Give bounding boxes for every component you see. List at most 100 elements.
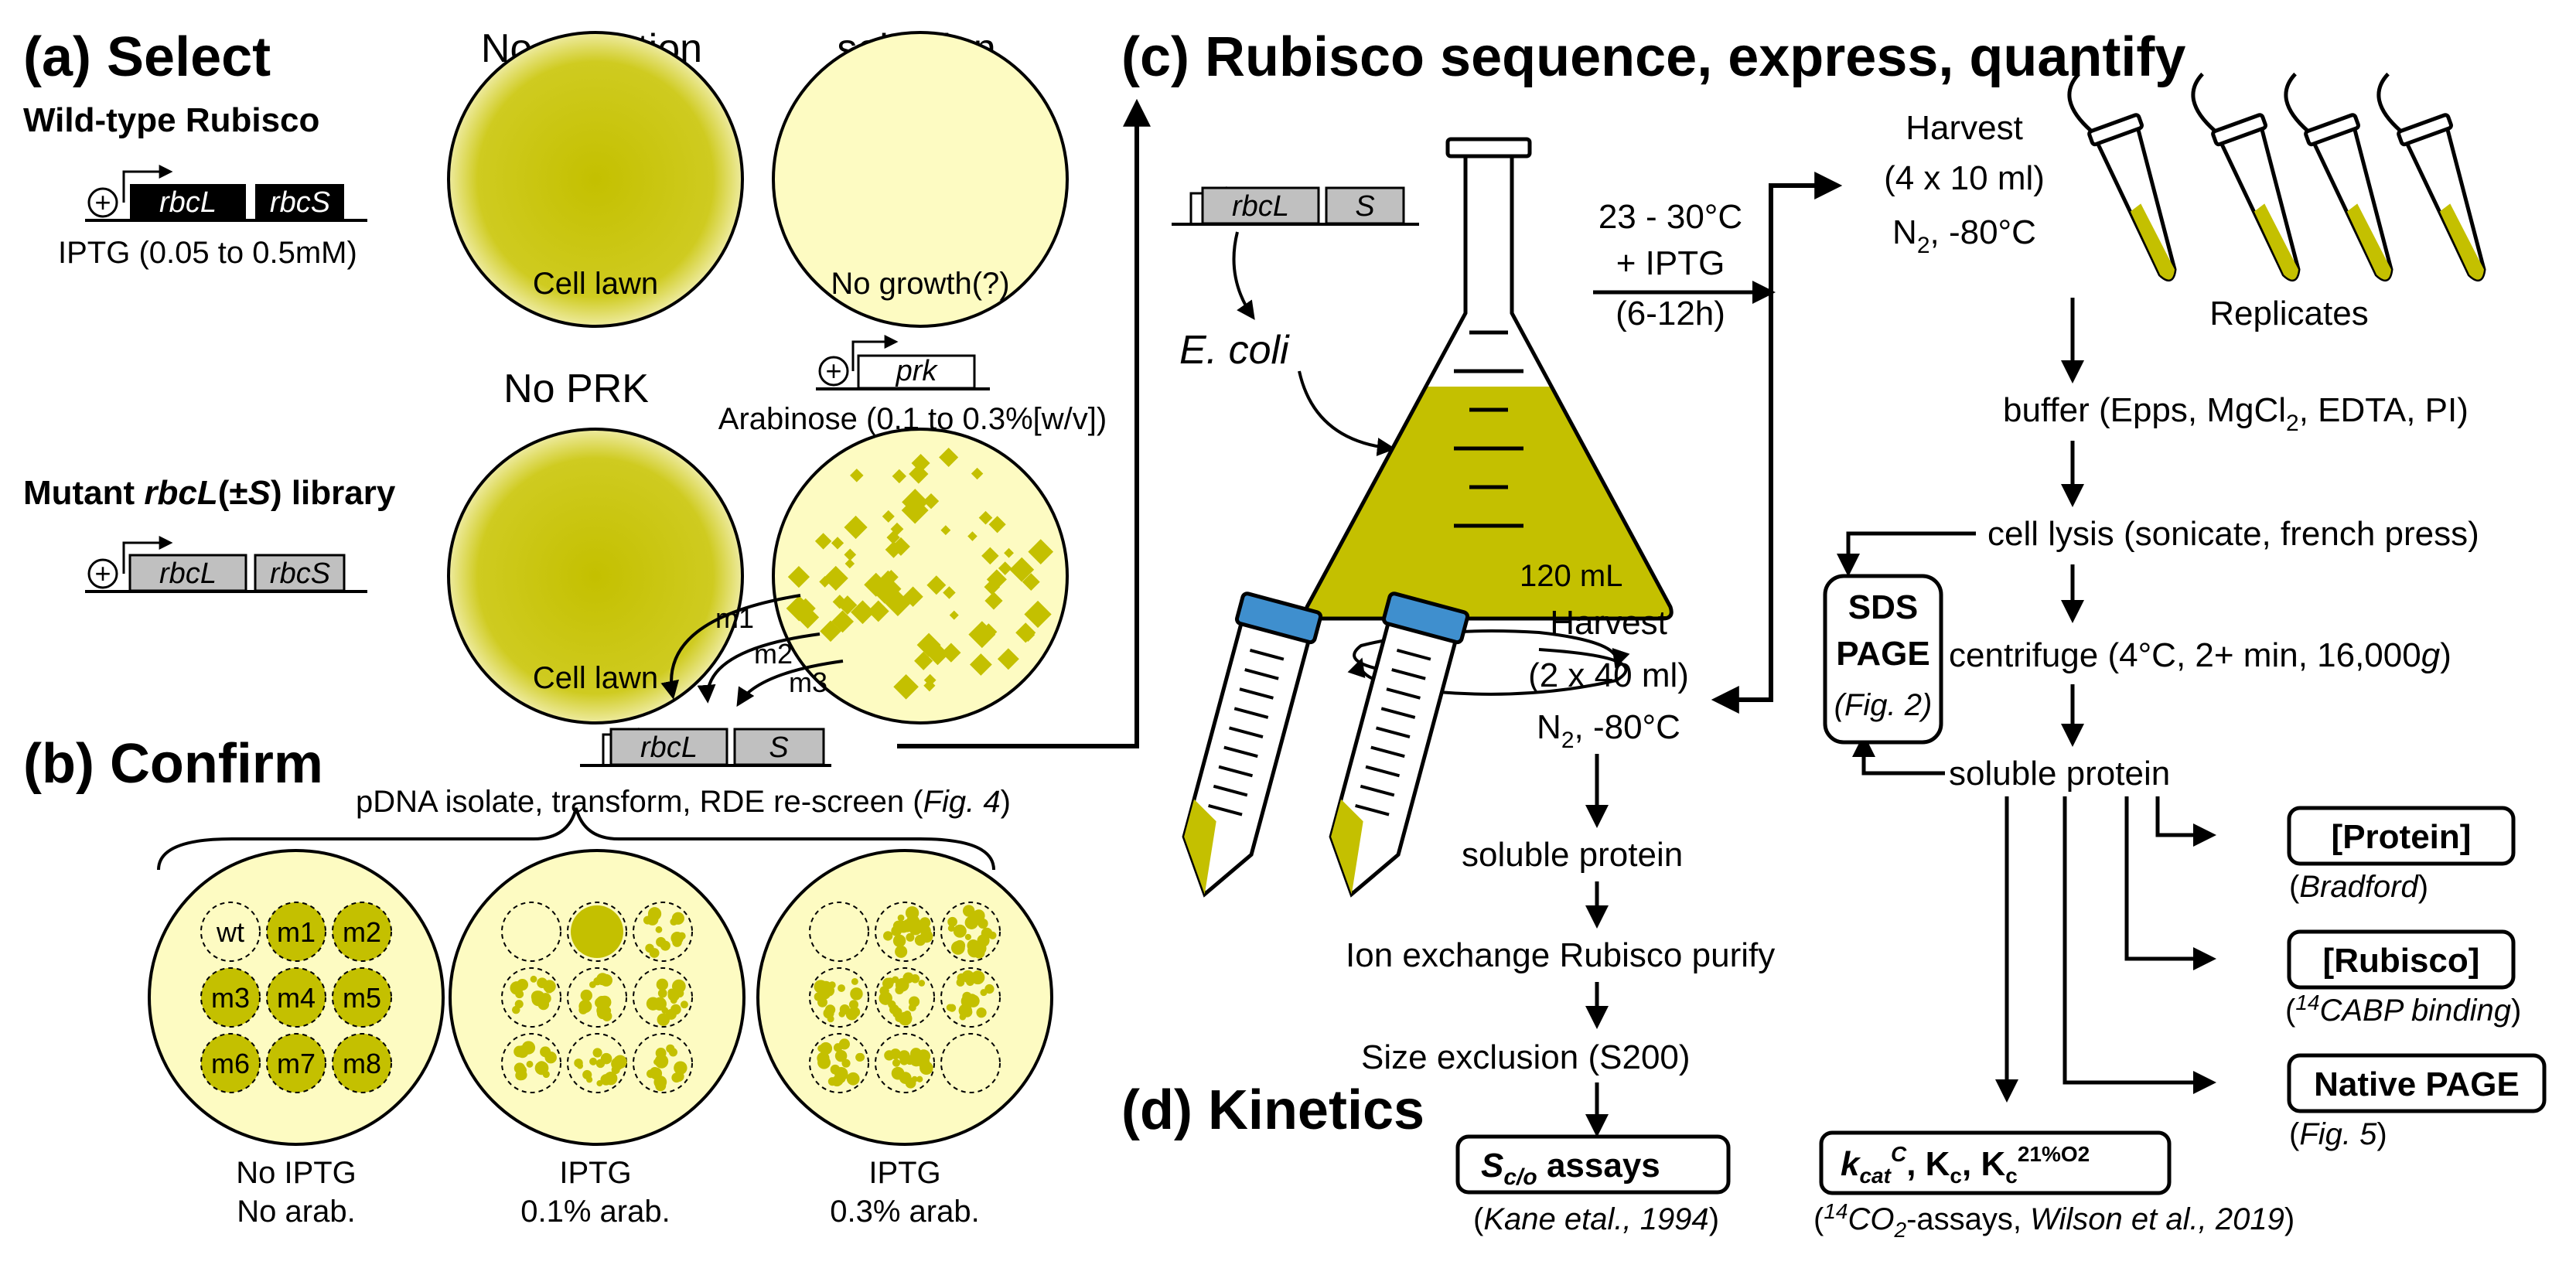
colony (916, 1076, 923, 1082)
protein-box (2287, 806, 2516, 866)
colony (596, 1080, 603, 1087)
well-label: m1 (277, 916, 316, 948)
colony (964, 933, 971, 940)
harvest2-label: Harvest (1550, 604, 1667, 642)
well (200, 967, 261, 1028)
replicates-label: Replicates (2209, 295, 2368, 332)
arrow-m3 (736, 660, 844, 707)
arrow-to-panel-c (897, 98, 1151, 748)
colony (600, 1052, 612, 1065)
harvest1-cond: N2, -80°C (1892, 213, 2036, 258)
colony (902, 489, 929, 516)
plate-wt-selection (772, 31, 1069, 328)
temp-label: 23 - 30°C (1598, 198, 1742, 236)
wt-construct: + rbcL rbcS (85, 165, 367, 222)
colony (599, 973, 612, 987)
colony (988, 516, 1006, 534)
gene-rbcS-label: rbcS (270, 557, 330, 590)
colony (653, 1059, 660, 1065)
protein-ref: (Bradford) (2289, 870, 2428, 904)
flask-volume: 120 mL (1520, 559, 1622, 593)
time-label: (6-12h) (1616, 295, 1725, 332)
colony (885, 541, 902, 558)
colony (998, 561, 1012, 575)
colony (536, 1061, 547, 1071)
promoter-icon (87, 187, 118, 218)
sco-assays-label: Sc/o assays (1481, 1147, 1660, 1190)
plate2-line1: IPTG (559, 1156, 631, 1190)
gene-S-label: S (769, 731, 788, 764)
arrow-m1 (660, 594, 801, 700)
colony (972, 909, 985, 922)
colony (816, 982, 826, 993)
colonies (786, 447, 1054, 700)
well (200, 902, 261, 962)
label-m3: m3 (789, 666, 827, 698)
sds-label: SDS (1848, 588, 1918, 626)
colony (911, 454, 930, 473)
colony (971, 970, 985, 985)
colony (889, 1048, 901, 1060)
colony (957, 973, 967, 983)
colony (918, 980, 926, 987)
colony (670, 1004, 681, 1015)
cell-lawn-label: Cell lawn (533, 661, 658, 695)
colony (515, 990, 524, 999)
arrow-to-rubisco (2124, 796, 2216, 970)
plate-mutant-no-selection (447, 428, 744, 724)
colony (883, 931, 893, 941)
colony (906, 932, 915, 942)
arrow-into-flask (1298, 370, 1396, 457)
centrifuge-label: centrifuge (4°C, 2+ min, 16,000g) (1949, 636, 2451, 674)
well (332, 967, 392, 1028)
well (266, 1033, 326, 1093)
mutant-construct: + rbcL rbcS (85, 536, 367, 593)
colony (892, 934, 906, 948)
gene-rbcL-label: rbcL (159, 557, 217, 590)
colony (893, 673, 919, 700)
colony (827, 1015, 834, 1023)
well-label: m3 (211, 982, 250, 1014)
colony (580, 989, 592, 1002)
colony (892, 469, 907, 484)
plate3-line2: 0.3% arab. (830, 1195, 979, 1229)
colony (984, 578, 1001, 595)
well-label: m8 (343, 1048, 381, 1079)
gene-rbcL-label: rbcL (159, 186, 217, 219)
buffer-label: buffer (Epps, MgCl2, EDTA, PI) (2003, 391, 2469, 436)
colony (923, 493, 940, 510)
colony (970, 653, 992, 676)
promoter-arrow-icon (122, 165, 173, 203)
colony (974, 947, 985, 959)
plate-mutant-selection (772, 428, 1069, 724)
panel-a-title: (a) Select (23, 26, 271, 88)
arrow-to-sds (1837, 531, 1976, 577)
colony (516, 1069, 527, 1081)
colony (971, 467, 984, 480)
colony (824, 1004, 836, 1015)
colony (657, 988, 667, 998)
colony (892, 1059, 901, 1067)
colony (838, 984, 845, 992)
sds-page-box (1823, 574, 1943, 745)
colony (906, 1057, 914, 1065)
colony (848, 1000, 858, 1010)
colony (589, 1057, 598, 1065)
colony (661, 1007, 669, 1014)
well (332, 1033, 392, 1093)
colony (831, 610, 854, 633)
colony (834, 1049, 848, 1062)
colony (671, 979, 686, 994)
well (501, 902, 561, 962)
colony (844, 515, 868, 540)
arrow-to-harvest1 (1769, 172, 1843, 292)
colony (817, 997, 827, 1007)
colony (578, 1005, 588, 1014)
harvest1-volume: (4 x 10 ml) (1884, 159, 2045, 197)
rubisco-ref: (14CABP binding) (2285, 990, 2521, 1028)
colony (953, 924, 967, 938)
colony (967, 531, 978, 541)
colony (675, 989, 684, 998)
well-label: m7 (277, 1048, 316, 1079)
well (266, 902, 326, 962)
